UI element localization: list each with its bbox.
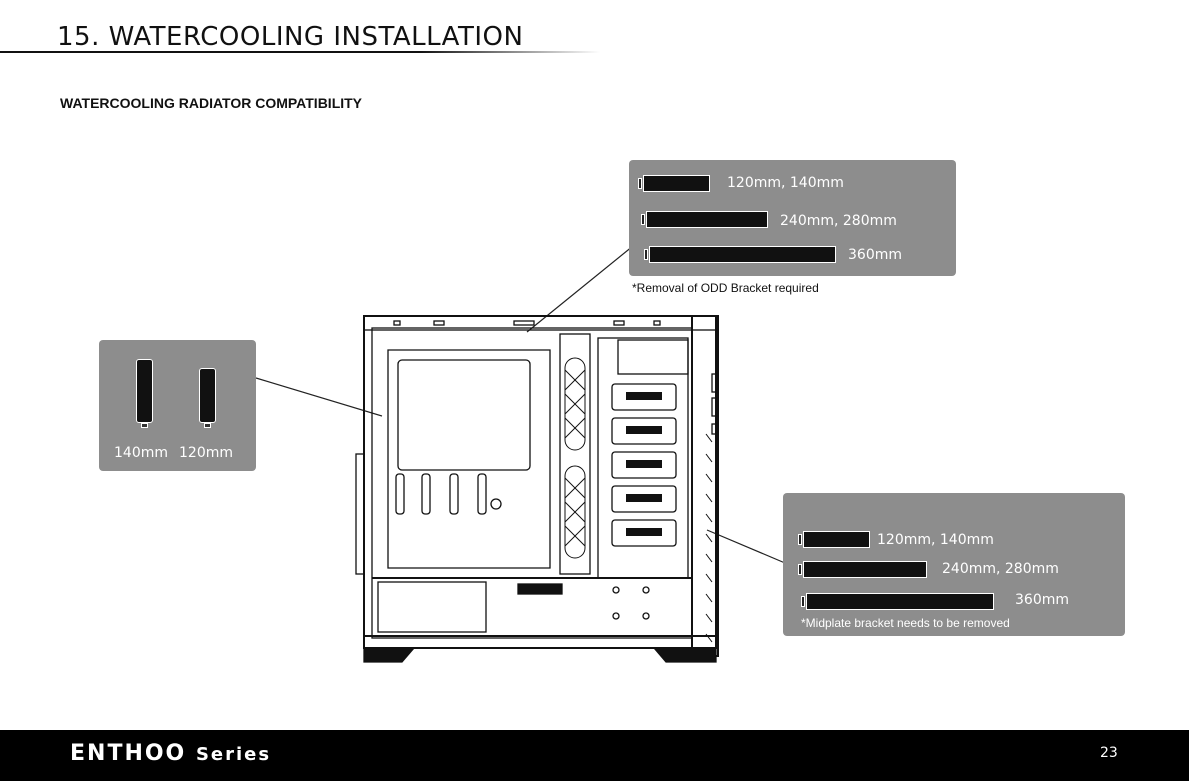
leader-line-bottom [706,529,786,564]
front-bezel [691,315,719,657]
midplate-grille-upper [564,357,586,451]
top-panel-note: *Removal of ODD Bracket required [632,281,819,295]
radiator-240-280-icon [641,211,768,228]
foot-left [363,647,416,663]
case-base [363,635,717,649]
midplate [559,333,591,575]
top-rail [363,315,717,331]
radiator-120-140-icon [638,175,710,192]
psu-area [377,581,487,633]
bottom-size-label-1: 120mm, 140mm [877,532,994,548]
page-number: 23 [1100,745,1118,761]
radiator-120-140-icon [798,531,870,548]
midplate-grille-lower [564,465,586,559]
radiator-360-icon [644,246,836,263]
hdd-trays [611,383,677,547]
front-size-label-2: 120mm [179,445,233,461]
case-outer-frame [363,315,717,649]
bottom-panel-note: *Midplate bracket needs to be removed [801,616,1010,630]
section-heading: WATERCOOLING RADIATOR COMPATIBILITY [60,95,363,111]
radiator-240-280-icon [798,561,927,578]
top-radiator-panel: 120mm, 140mm 240mm, 280mm 360mm [629,160,956,276]
page-title: 15. WATERCOOLING INSTALLATION [57,22,524,52]
brand-sub: Series [195,744,272,765]
odd-bracket [617,339,689,375]
bottom-size-label-3: 360mm [1015,592,1069,608]
title-rule [0,51,600,53]
front-io-ports [711,373,719,435]
top-size-label-3: 360mm [848,247,902,263]
front-radiator-panel: 140mm 120mm [99,340,256,471]
cpu-cutout [397,359,531,471]
foot-right [652,647,717,663]
brand-logo: ENTHOO Series [70,741,271,766]
front-size-label-1: 140mm [114,445,168,461]
front-bezel-grille [705,433,713,643]
shroud-holes [612,586,650,620]
top-rail-vents [393,320,661,326]
radiator-120-vertical-icon [199,368,216,428]
brand-main: ENTHOO [70,741,187,766]
tray-hole [490,498,502,510]
bottom-size-label-2: 240mm, 280mm [942,561,1059,577]
cable-slots [395,473,487,515]
top-size-label-2: 240mm, 280mm [780,213,897,229]
footer-bar [0,730,1189,781]
bottom-radiator-panel: 120mm, 140mm 240mm, 280mm 360mm *Midplat… [783,493,1125,636]
case-diagram [355,315,719,663]
leader-line-front [255,377,383,417]
radiator-140-vertical-icon [136,359,153,428]
shroud-logo [517,583,563,595]
motherboard-tray [387,349,551,569]
top-size-label-1: 120mm, 140mm [727,175,844,191]
leader-line-top [526,245,634,333]
radiator-360-icon [801,593,994,610]
rear-bracket [355,453,365,575]
hdd-tray-labels [626,392,662,536]
